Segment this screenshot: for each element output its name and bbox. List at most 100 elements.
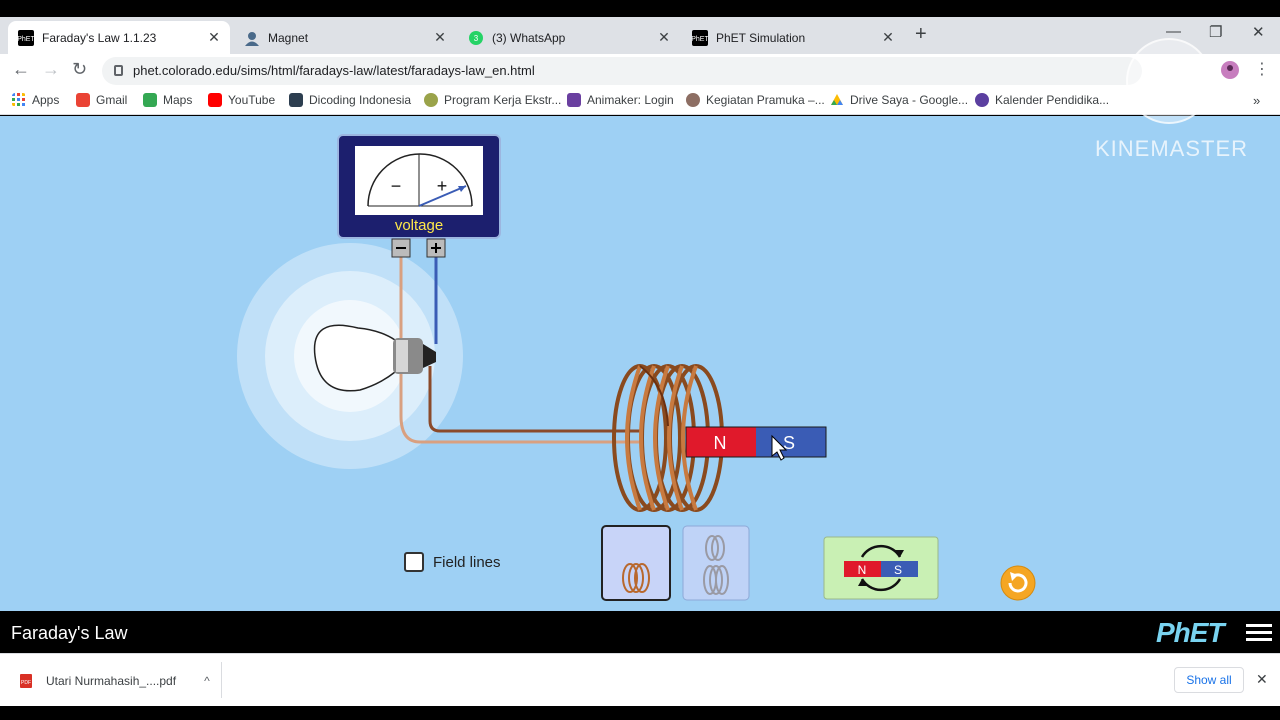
flip-north-label: N [858,563,867,577]
more-bookmarks-icon[interactable]: » [1253,93,1261,108]
phet-icon: PhET [692,29,708,46]
show-all-button[interactable]: Show all [1174,667,1244,693]
bookmark-program-kerja[interactable]: Program Kerja Ekstr... [424,93,561,107]
bookmark-gmail[interactable]: Gmail [76,93,127,107]
flip-magnet-button[interactable]: N S [823,536,939,600]
divider [221,662,222,698]
downloads-bar: PDF Utari Nurmahasih_....pdf ^ Show all … [0,653,1280,706]
address-bar: ← → ↻ phet.colorado.edu/sims/html/farada… [0,54,1280,87]
bookmark-youtube[interactable]: YouTube [208,93,275,107]
bookmark-label: Kegiatan Pramuka –... [706,93,825,107]
voltmeter-minus-sign: − [391,176,402,196]
close-tab-icon[interactable]: ✕ [882,29,894,45]
url-field[interactable]: phet.colorado.edu/sims/html/faradays-law… [102,57,1142,85]
magnet-south-label: S [783,433,795,453]
bookmark-maps[interactable]: Maps [143,93,192,107]
bookmark-label: Gmail [96,93,128,107]
apps-grid-icon [12,93,25,106]
field-lines-label: Field lines [433,553,501,571]
bookmark-label: Kalender Pendidika... [995,93,1110,107]
restore-icon[interactable]: ❐ [1209,24,1223,41]
emblem-icon [424,93,438,107]
bookmark-animaker[interactable]: Animaker: Login [567,93,674,107]
animaker-icon [567,93,581,107]
tab-strip: PhET Faraday's Law 1.1.23 ✕ Magnet ✕ 3 (… [0,17,1280,54]
hamburger-menu-icon[interactable] [1246,624,1272,642]
url-text: phet.colorado.edu/sims/html/faradays-law… [133,63,535,78]
tab-faradays-law[interactable]: PhET Faraday's Law 1.1.23 ✕ [8,21,230,54]
pdf-icon: PDF [20,674,32,688]
voltmeter-plus-sign: + [437,176,448,196]
new-tab-icon[interactable]: + [915,23,927,45]
tab-label: Magnet [268,30,309,45]
flip-south-label: S [894,563,902,577]
dicoding-icon [289,93,303,107]
maps-icon [143,93,157,107]
chevron-up-icon[interactable]: ^ [204,674,210,688]
circuit-wires [399,257,640,444]
tab-label: Faraday's Law 1.1.23 [42,30,157,45]
simulation-canvas: N S [0,116,1280,611]
phet-navbar: Faraday's Law PhET [0,611,1280,653]
kinemaster-watermark: KINEMASTER [1095,136,1249,161]
kinemaster-badge [1126,38,1212,124]
voltmeter-label: voltage [394,217,444,234]
mouse-cursor-icon [771,434,788,461]
download-filename: Utari Nurmahasih_....pdf [46,674,177,688]
profile-avatar-icon[interactable] [1221,61,1239,79]
magnet-north-label: N [714,433,727,453]
back-icon[interactable]: ← [12,59,30,79]
lock-icon [114,65,123,76]
svg-text:PDF: PDF [21,680,31,686]
tab-magnet[interactable]: Magnet ✕ [234,21,456,54]
close-tab-icon[interactable]: ✕ [658,29,670,45]
bookmark-label: Program Kerja Ekstr... [444,93,562,107]
bookmark-dicoding[interactable]: Dicoding Indonesia [289,93,411,107]
whatsapp-icon: 3 [469,30,483,45]
user-avatar-icon [245,31,259,46]
reload-icon[interactable]: ↻ [72,59,88,79]
bookmarks-bar: Apps Gmail Maps YouTube Dicoding Indones… [0,87,1280,115]
voltmeter: − + [337,134,501,258]
window-close-icon[interactable]: ✕ [1252,24,1265,41]
bar-magnet[interactable]: N S [685,426,827,458]
tab-label: PhET Simulation [716,30,806,45]
reset-all-button[interactable] [1000,565,1036,601]
gmail-icon [76,93,90,107]
tab-label: (3) WhatsApp [492,30,566,45]
emblem-icon [686,93,700,107]
bookmark-label: Apps [32,93,60,107]
bookmark-label: Animaker: Login [587,93,674,107]
bookmark-label: Dicoding Indonesia [309,93,412,107]
minimize-icon[interactable]: — [1166,23,1181,40]
phet-logo[interactable]: PhET [1156,617,1225,648]
download-item[interactable]: PDF Utari Nurmahasih_....pdf ^ [18,673,210,689]
close-tab-icon[interactable]: ✕ [208,29,220,45]
voltmeter-needle [418,185,467,207]
kalender-icon [975,93,989,107]
field-lines-checkbox[interactable]: Field lines [404,552,501,572]
bookmark-kegiatan-pramuka[interactable]: Kegiatan Pramuka –... [686,93,825,107]
bookmark-label: YouTube [228,93,276,107]
bookmark-drive[interactable]: Drive Saya - Google... [830,93,968,107]
close-downloads-icon[interactable]: ✕ [1256,671,1268,687]
svg-text:PhET: PhET [692,36,708,43]
sim-title: Faraday's Law [11,623,128,643]
wire-coil-front [625,365,698,511]
more-options-icon[interactable]: ⋮ [1254,61,1270,78]
two-coil-button[interactable] [682,525,750,601]
checkbox-box[interactable] [404,552,424,572]
svg-text:PhET: PhET [18,36,34,43]
forward-icon[interactable]: → [42,59,60,79]
tab-whatsapp[interactable]: 3 (3) WhatsApp ✕ [458,21,680,54]
svg-text:3: 3 [474,34,479,43]
close-tab-icon[interactable]: ✕ [434,29,446,45]
one-coil-button[interactable] [601,525,671,601]
phet-icon: PhET [18,29,34,46]
light-bulb[interactable] [313,324,436,392]
bookmark-apps[interactable]: Apps [12,93,59,107]
tab-phet-simulation[interactable]: PhET PhET Simulation ✕ [682,21,904,54]
bookmark-label: Drive Saya - Google... [850,93,969,107]
bookmark-kalender[interactable]: Kalender Pendidika... [975,93,1109,107]
